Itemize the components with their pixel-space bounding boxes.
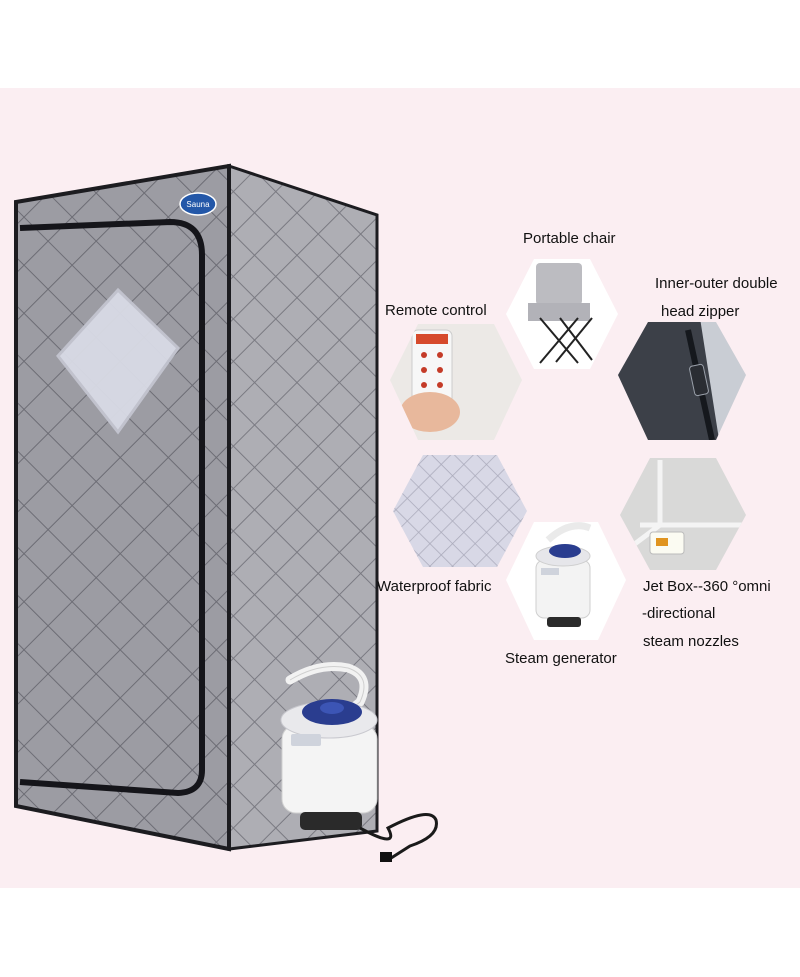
- label-steam-generator: Steam generator: [505, 650, 617, 667]
- label-remote-control: Remote control: [385, 302, 487, 319]
- sauna-tent: Sauna: [14, 163, 379, 852]
- remote-image: [390, 324, 522, 440]
- fabric-image: [393, 455, 527, 567]
- steam-generator-large: [280, 662, 438, 862]
- tent-front-panel: [14, 163, 231, 852]
- jet-box-image: [620, 458, 746, 570]
- generator-small-image: [506, 522, 626, 640]
- label-jetbox-line3: steam nozzles: [643, 633, 739, 650]
- label-zipper-line2: head zipper: [661, 303, 740, 320]
- power-cord: [359, 813, 438, 862]
- label-zipper-line1: Inner-outer double: [655, 275, 778, 292]
- chair-image: [506, 259, 618, 369]
- sauna-logo-badge: Sauna: [179, 192, 217, 216]
- zipper-image: [618, 322, 746, 440]
- door-zipper-outline: [19, 218, 205, 797]
- label-jetbox-line2: -directional: [642, 605, 716, 622]
- label-waterproof-fabric: Waterproof fabric: [377, 578, 492, 595]
- badge-text: Sauna: [186, 200, 210, 209]
- label-portable-chair: Portable chair: [523, 230, 616, 247]
- label-jetbox-line1: Jet Box--360 °omni: [643, 578, 771, 595]
- tent-window: [56, 287, 180, 435]
